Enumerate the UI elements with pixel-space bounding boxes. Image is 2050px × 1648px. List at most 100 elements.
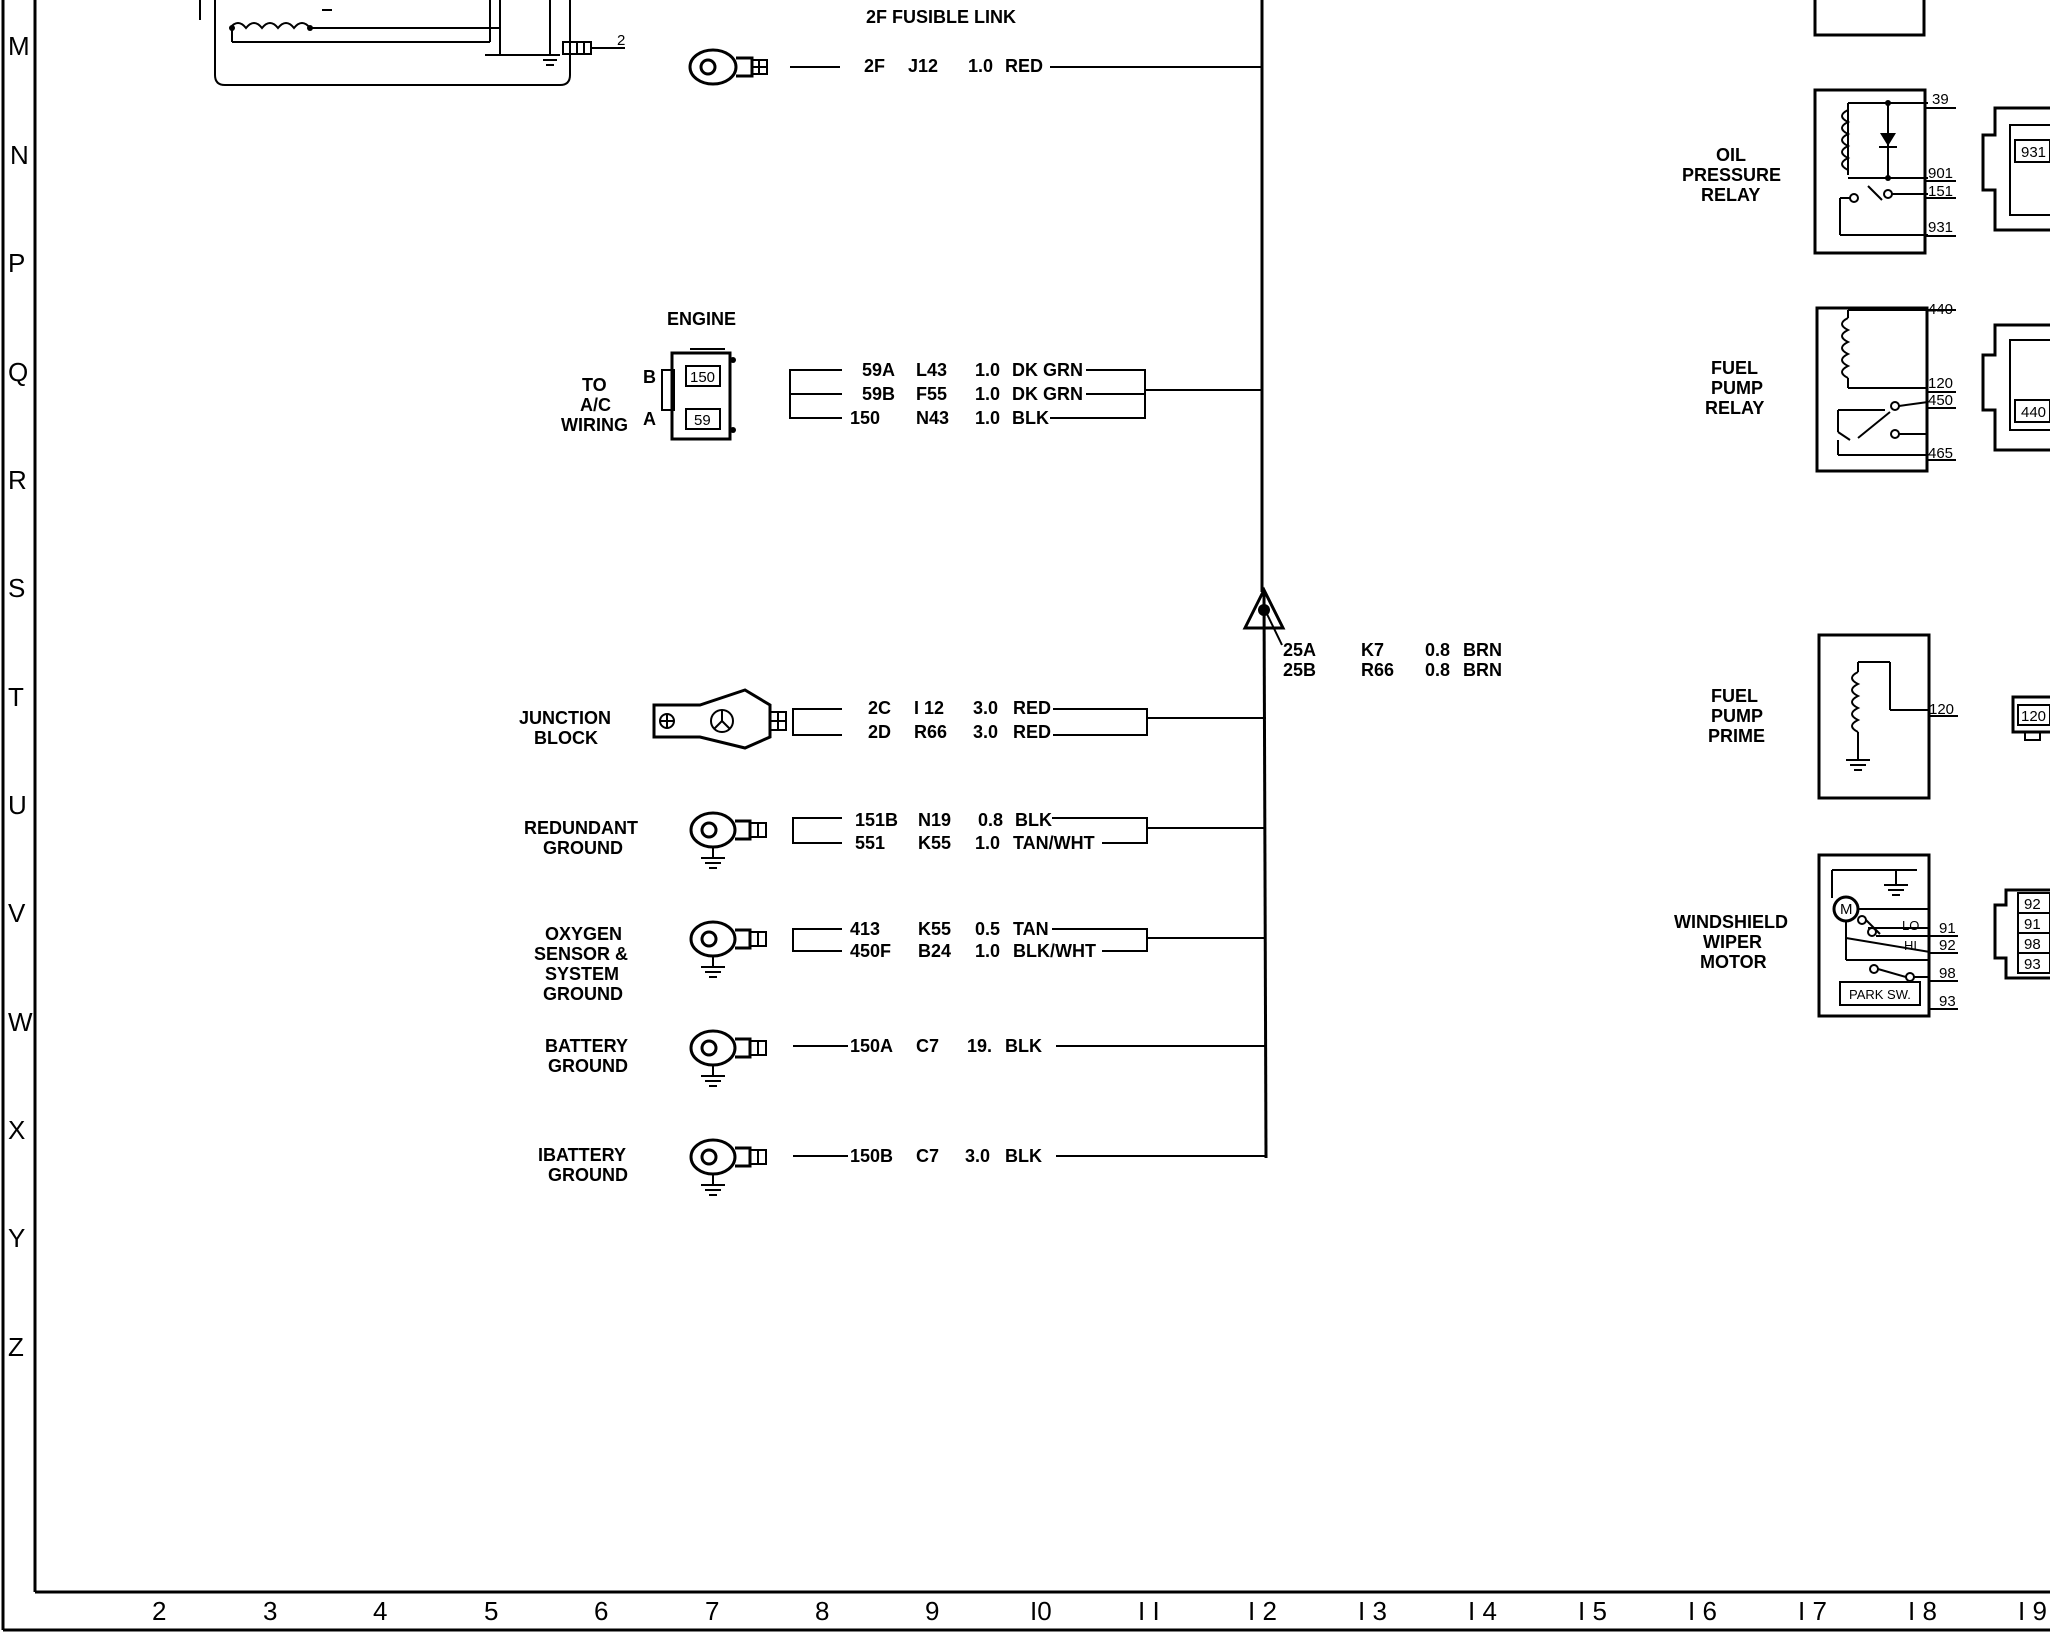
column-labels: 2 3 4 5 6 7 8 9 I0 I I I 2 I 3 I 4 I 5 I…	[152, 1596, 2047, 1626]
col-label: 3	[263, 1596, 277, 1626]
col-label: I 6	[1688, 1596, 1717, 1626]
wire-circuit: 59B	[862, 384, 895, 404]
col-label: I0	[1030, 1596, 1052, 1626]
wire-gauge: 0.8	[1425, 640, 1450, 660]
connector-cavity: 931	[2021, 144, 2046, 161]
wire-gauge: 1.0	[975, 408, 1000, 428]
row-label: W	[8, 1007, 33, 1037]
row-label: N	[10, 140, 29, 170]
wire-id: C7	[916, 1146, 939, 1166]
wire-id: K7	[1361, 640, 1384, 660]
row-labels: M N P Q R S T U V W X Y Z	[8, 31, 33, 1362]
wire-circuit: 151B	[855, 810, 898, 830]
wire-id: B24	[918, 941, 951, 961]
wire-id: I 12	[914, 698, 944, 718]
relay-label-line: PRESSURE	[1682, 165, 1781, 185]
wire-id: L43	[916, 360, 947, 380]
fusible-link: 2F FUSIBLE LINK 2F J12 1.0 RED	[688, 7, 1262, 86]
oxygen-ground: OXYGEN SENSOR & SYSTEM GROUND 413 K55 0.…	[534, 919, 1266, 1004]
pin-number: 120	[1928, 375, 1953, 392]
wire-gauge: 1.0	[975, 941, 1000, 961]
pin-number: 901	[1928, 165, 1953, 182]
engine-title: ENGINE	[667, 309, 736, 329]
row-label: S	[8, 573, 25, 603]
lo-label: LO	[1902, 918, 1919, 933]
wire-gauge: 1.0	[968, 56, 993, 76]
battery-label-line: GROUND	[548, 1056, 628, 1076]
wire-color: RED	[1013, 722, 1051, 742]
park-switch-label: PARK SW.	[1849, 987, 1911, 1002]
pin-number: 151	[1928, 183, 1953, 200]
relay-label-line: RELAY	[1701, 185, 1760, 205]
wire-color: RED	[1005, 56, 1043, 76]
junction-label-line: JUNCTION	[519, 708, 611, 728]
col-label: 2	[152, 1596, 166, 1626]
pin-a-label: A	[643, 409, 656, 429]
pin-number: 91	[1939, 920, 1956, 937]
prime-label-line: PRIME	[1708, 726, 1765, 746]
connector-cavity: 93	[2024, 956, 2041, 973]
col-label: I 8	[1908, 1596, 1937, 1626]
pin-number: 98	[1939, 965, 1956, 982]
fusible-link-title: 2F FUSIBLE LINK	[866, 7, 1016, 27]
wire-color: BRN	[1463, 660, 1502, 680]
engine-connector: ENGINE TO A/C WIRING B A 150 59 59A L43 …	[561, 309, 1262, 441]
wire-circuit: 25B	[1283, 660, 1316, 680]
redundant-label-line: GROUND	[543, 838, 623, 858]
battery-label-line: IBATTERY	[538, 1145, 626, 1165]
wire-gauge: 0.8	[978, 810, 1003, 830]
junction-block: JUNCTION BLOCK 2C I 12 3.0 RED 2D R66 3.…	[519, 688, 1266, 750]
col-label: 9	[925, 1596, 939, 1626]
oil-pressure-relay: OIL PRESSURE RELAY 39 901 151 931 931	[1682, 88, 2050, 255]
ac-label-line: TO	[582, 375, 607, 395]
wire-circuit: 413	[850, 919, 880, 939]
fuel-pump-prime: FUEL PUMP PRIME 120 120	[1708, 633, 2050, 800]
pin-number: 465	[1928, 445, 1953, 462]
partial-component-top-left: 2	[199, 0, 625, 86]
battery-ground-2: IBATTERY GROUND 150B C7 3.0 BLK	[538, 1138, 1266, 1196]
relay-label-line: OIL	[1716, 145, 1746, 165]
wire-color: RED	[1013, 698, 1051, 718]
wire-circuit: 450F	[850, 941, 891, 961]
col-label: I 9	[2018, 1596, 2047, 1626]
wire-circuit: 2D	[868, 722, 891, 742]
col-label: 6	[594, 1596, 608, 1626]
col-label: 8	[815, 1596, 829, 1626]
connector-cavity: 98	[2024, 936, 2041, 953]
redundant-ground: REDUNDANT GROUND 151B N19 0.8 BLK 551 K5…	[524, 810, 1266, 869]
wire-gauge: 3.0	[973, 722, 998, 742]
row-label: M	[8, 31, 30, 61]
aux-pin-label: 2	[617, 32, 625, 49]
col-label: I 4	[1468, 1596, 1497, 1626]
row-label: R	[8, 465, 27, 495]
row-label: V	[8, 898, 26, 928]
ac-label-line: A/C	[580, 395, 611, 415]
battery-label-line: BATTERY	[545, 1036, 628, 1056]
col-label: I 7	[1798, 1596, 1827, 1626]
row-label: U	[8, 790, 27, 820]
wire-gauge: 0.8	[1425, 660, 1450, 680]
col-label: I 5	[1578, 1596, 1607, 1626]
pin-b-label: B	[643, 367, 656, 387]
main-bus	[1242, 0, 1286, 1159]
row-label: P	[8, 248, 25, 278]
wire-color: BRN	[1463, 640, 1502, 660]
wire-id: R66	[1361, 660, 1394, 680]
wire-circuit: 150A	[850, 1036, 893, 1056]
oxygen-label-line: GROUND	[543, 984, 623, 1004]
row-label: Y	[8, 1223, 25, 1253]
wire-gauge: 3.0	[965, 1146, 990, 1166]
col-label: I 2	[1248, 1596, 1277, 1626]
wire-color: BLK	[1012, 408, 1049, 428]
row-label: T	[8, 682, 24, 712]
col-label: I 3	[1358, 1596, 1387, 1626]
fuel-pump-relay: FUEL PUMP RELAY 440 120 450 465 440	[1705, 301, 2050, 473]
wire-circuit: 59A	[862, 360, 895, 380]
wire-id: F55	[916, 384, 947, 404]
relay-label-line: PUMP	[1711, 378, 1763, 398]
wire-gauge: 19.	[967, 1036, 992, 1056]
battery-label-line: GROUND	[548, 1165, 628, 1185]
connector-cavity: 92	[2024, 896, 2041, 913]
wiper-label-line: WIPER	[1703, 932, 1762, 952]
cavity-150: 150	[690, 369, 715, 386]
